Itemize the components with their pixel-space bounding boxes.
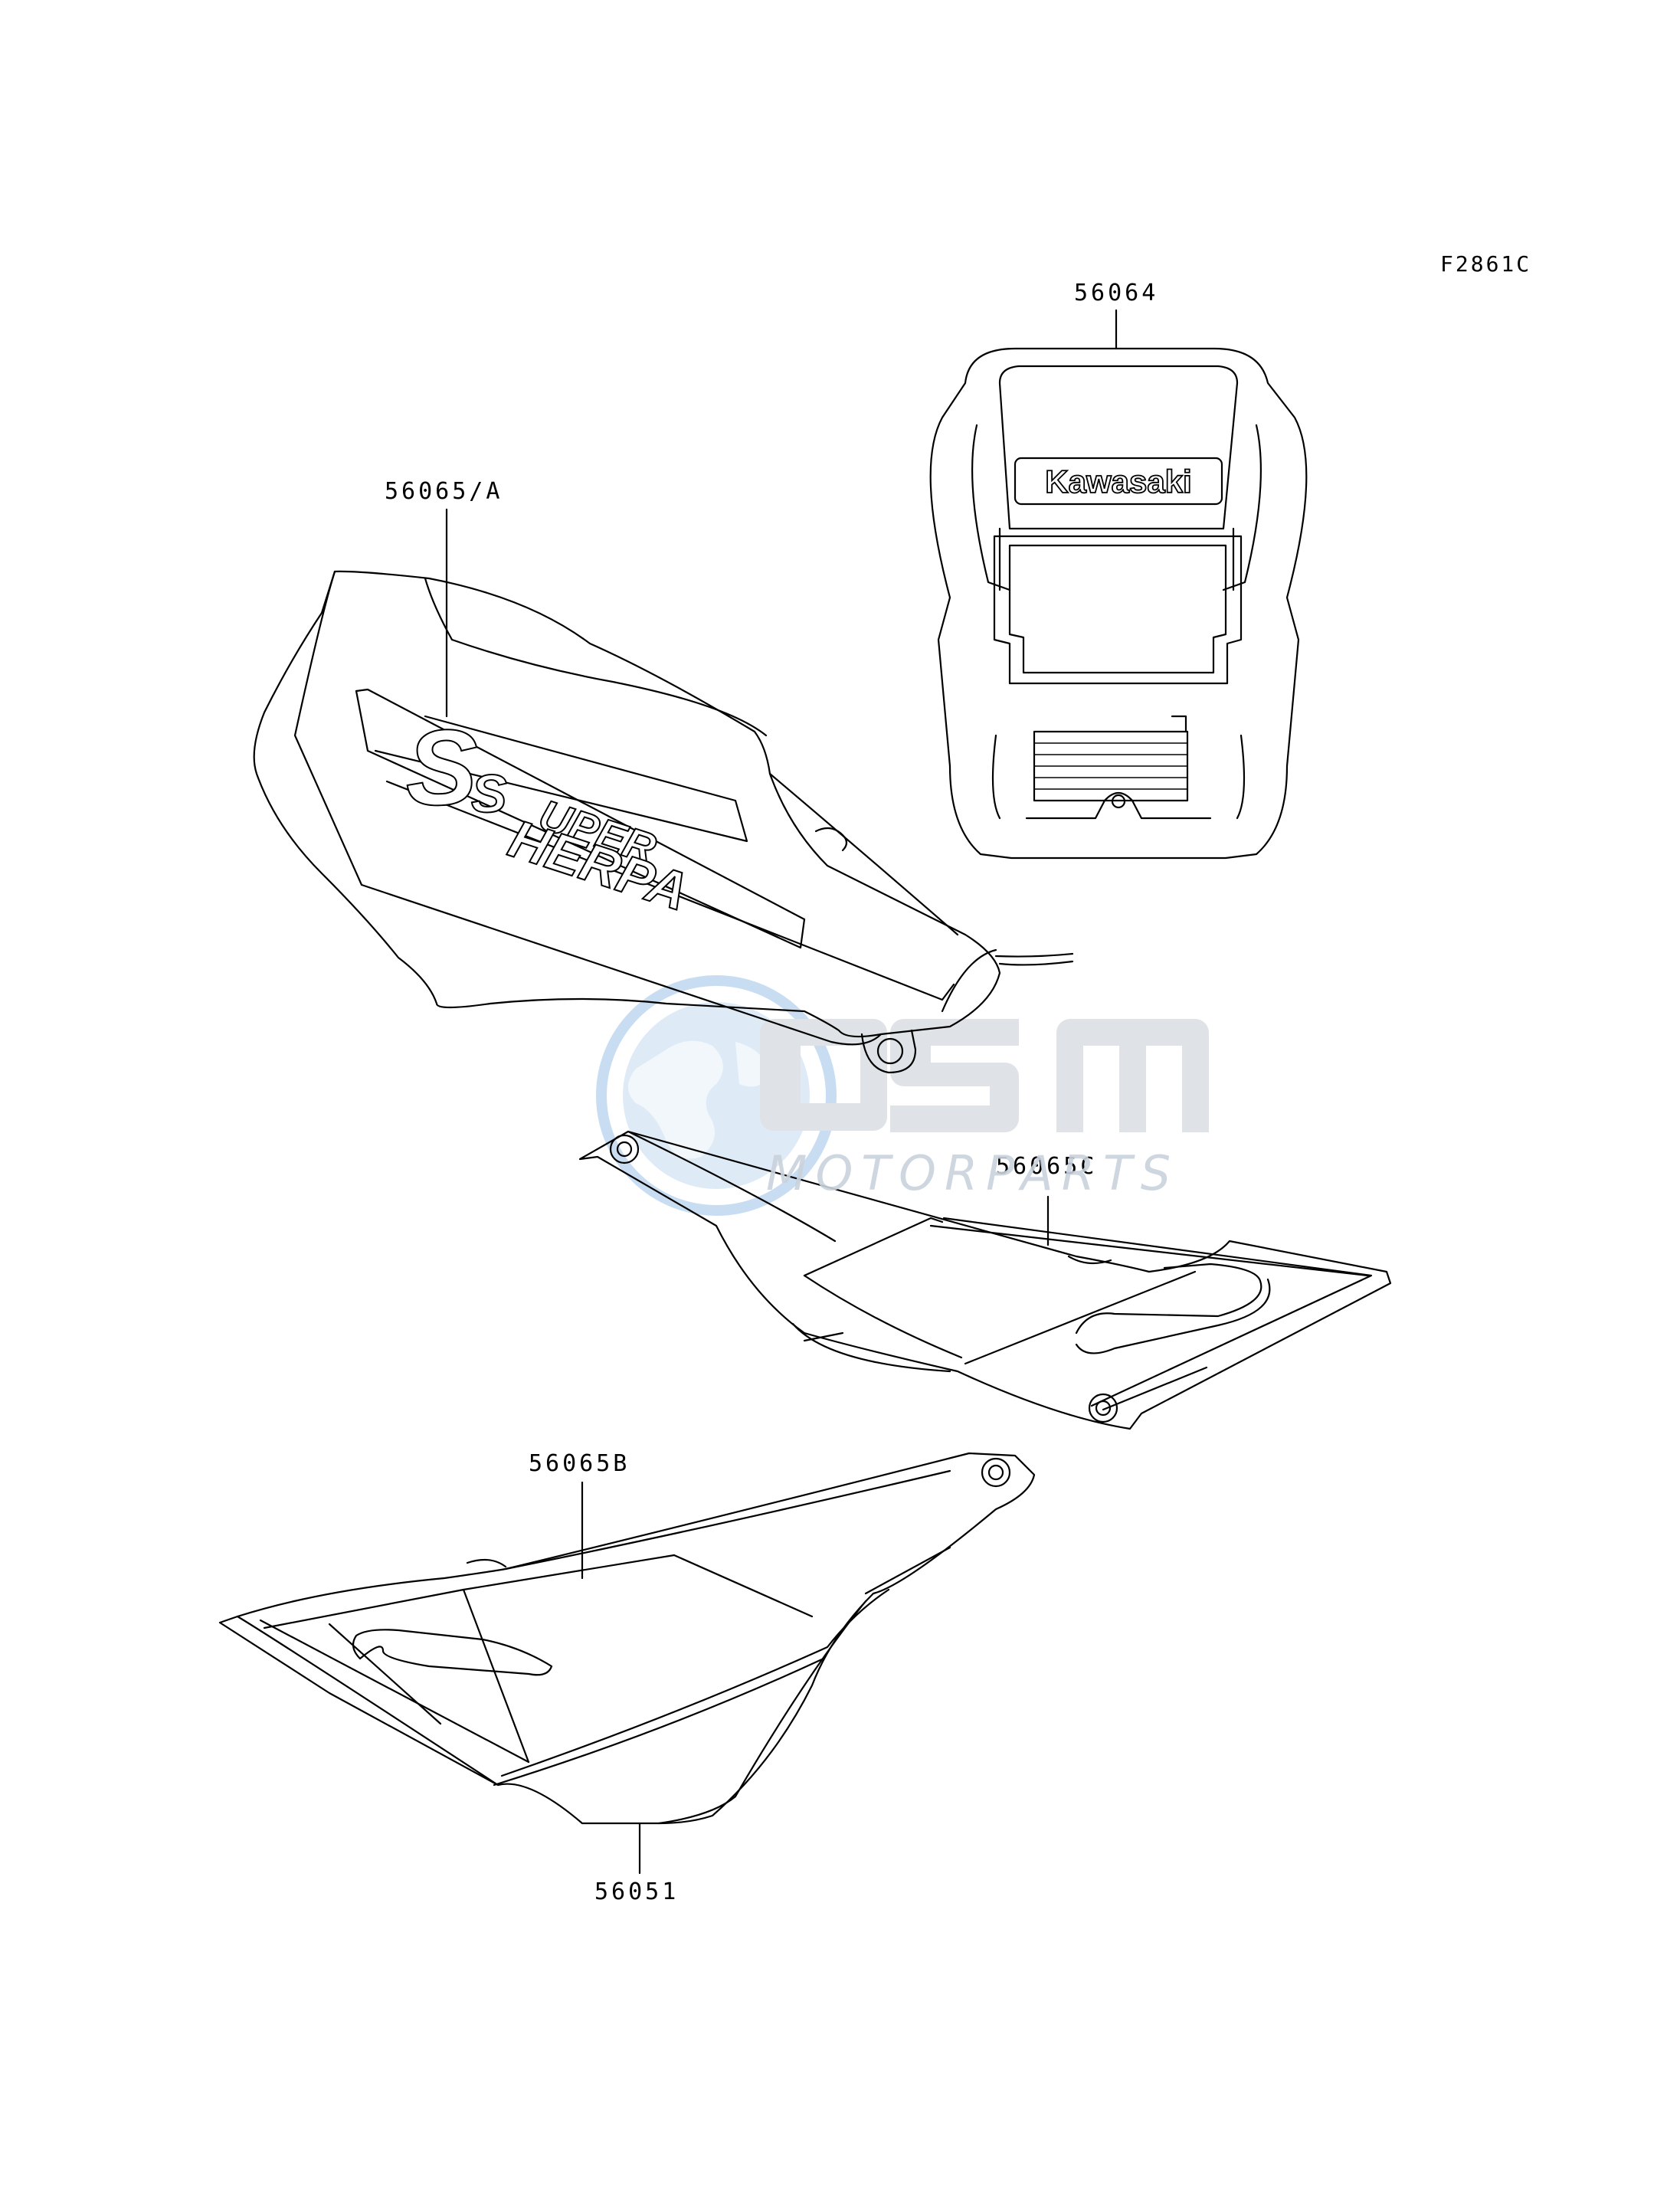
figure-code: F2861C: [1440, 251, 1532, 277]
part-56064-headlight-cowl: Kawasaki: [929, 347, 1308, 860]
part-label-56051: 56051: [594, 1878, 680, 1905]
part-56065C-right-side-cover: [578, 1130, 1392, 1430]
part-56065A-fuel-tank: [253, 570, 1074, 1074]
part-label-56064: 56064: [1074, 280, 1159, 306]
part-label-56065C: 56065C: [996, 1153, 1098, 1180]
part-56065B-left-side-cover: [218, 1452, 1036, 1825]
kawasaki-decal-text: Kawasaki: [1045, 463, 1191, 499]
svg-text:S: S: [406, 707, 477, 827]
part-label-56065B: 56065B: [529, 1450, 630, 1477]
part-label-56065A: 56065/A: [385, 478, 503, 505]
watermark-text: MOTORPARTS: [766, 1145, 1180, 1201]
svg-text:S: S: [471, 764, 507, 824]
super-sherpa-logo: S S UPER HERPA: [405, 706, 696, 922]
